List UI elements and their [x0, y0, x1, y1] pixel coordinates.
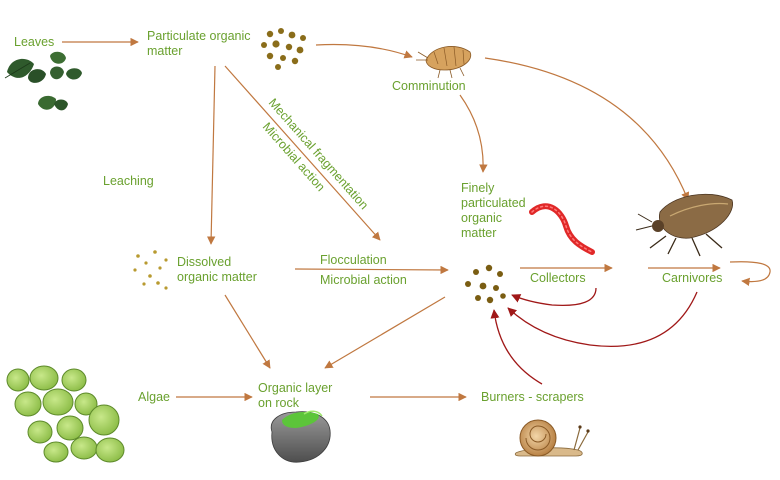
label-microbial-action: Microbial action [320, 273, 407, 287]
fine-particles-icon [465, 264, 506, 304]
arrow-carnivores-loop [729, 261, 771, 287]
label-organic-layer-line1: Organic layer [258, 381, 332, 395]
arrow-burners-feedback [490, 309, 543, 385]
label-finely-line1: Finely [461, 181, 495, 195]
feedback-arrows [490, 287, 698, 385]
arrow-pom-to-comminution [315, 43, 413, 59]
arrow-dom-to-finely [294, 265, 449, 275]
label-collectors: Collectors [530, 271, 586, 285]
insect-icon [635, 193, 733, 257]
label-dom-line2: organic matter [177, 270, 257, 284]
snail-icon [514, 419, 590, 457]
label-algae: Algae [138, 390, 170, 404]
label-carnivores: Carnivores [662, 271, 722, 285]
label-flocculation: Flocculation [320, 253, 387, 267]
label-leaves: Leaves [14, 35, 54, 49]
arrow-finely-to-organic-layer [324, 296, 446, 369]
arrow-comminution-to-finely [459, 94, 488, 173]
label-finely-line4: matter [461, 226, 496, 240]
label-mech-fragmentation: Mechanical fragmentation [266, 96, 371, 213]
arrow-collectors-feedback [511, 287, 597, 307]
particles-icon [261, 28, 306, 70]
arrow-carnivores-feedback [507, 291, 698, 347]
arrow-dom-to-organic-layer [224, 294, 271, 369]
label-burners-scrapers: Burners - scrapers [481, 390, 584, 404]
label-pom-line1: Particulate organic [147, 29, 251, 43]
label-dom-line1: Dissolved [177, 255, 231, 269]
dissolved-dots-icon [133, 250, 168, 290]
amphipod-icon [416, 46, 472, 79]
arrow-pom-to-dom [206, 65, 216, 245]
label-finely-line2: particulated [461, 196, 526, 210]
arrow-pom-fragmentation [224, 65, 381, 241]
leaf-icon [4, 51, 82, 111]
label-finely-line3: organic [461, 211, 502, 225]
label-comminution: Comminution [392, 79, 466, 93]
label-pom-line2: matter [147, 44, 182, 58]
worm-icon [529, 203, 595, 255]
arrow-amphipod-to-carnivores [484, 57, 690, 201]
rock-icon [270, 410, 331, 463]
flow-arrows [62, 37, 771, 402]
label-organic-layer-line2: on rock [258, 396, 300, 410]
algae-cells-icon [6, 365, 125, 463]
labels: Leaves Particulate organic matter Commin… [14, 29, 722, 410]
label-leaching: Leaching [103, 174, 154, 188]
